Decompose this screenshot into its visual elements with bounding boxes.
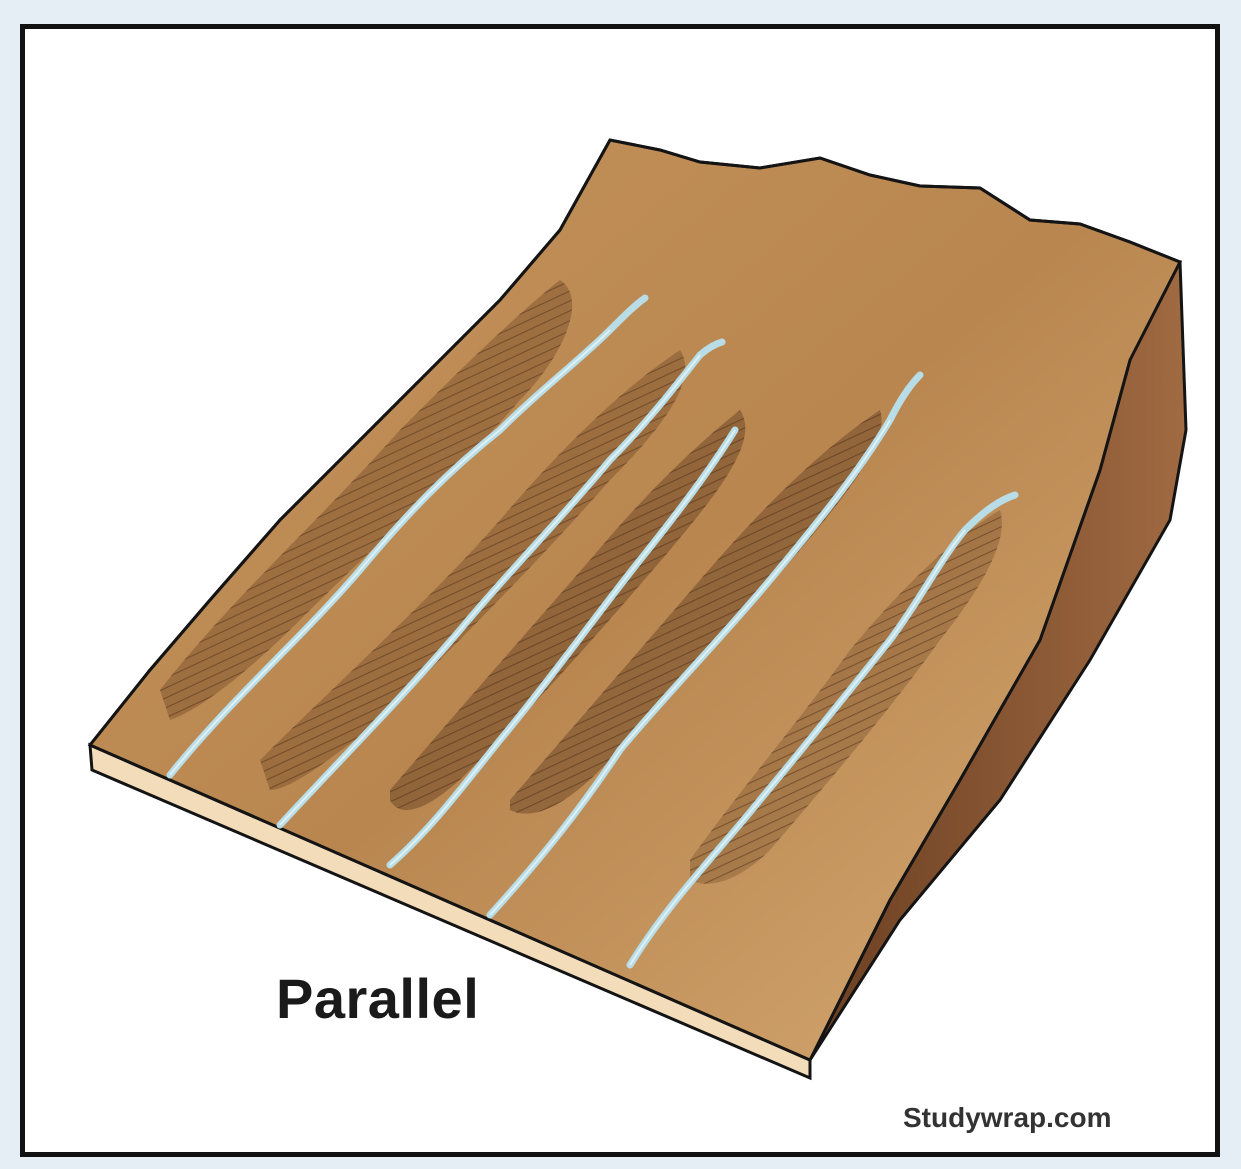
diagram-title: Parallel bbox=[276, 966, 479, 1031]
source-credit: Studywrap.com bbox=[903, 1102, 1111, 1134]
